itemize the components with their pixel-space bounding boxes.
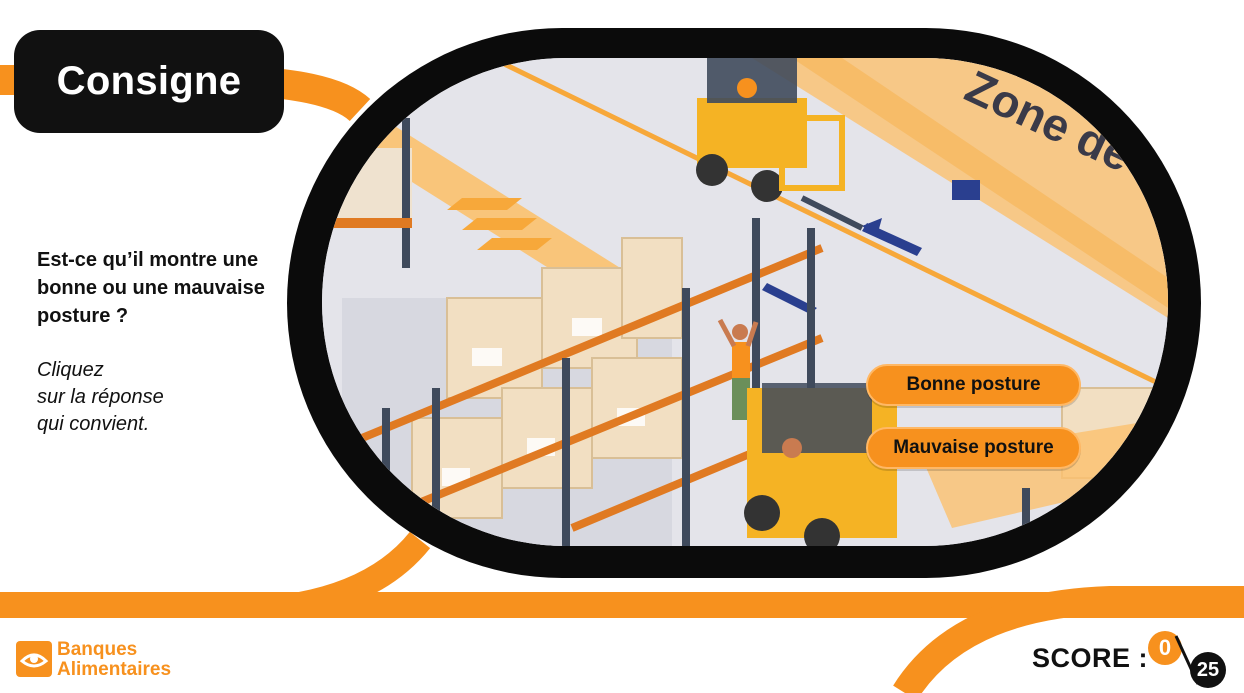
forklift-top (696, 58, 864, 231)
instruction-text: Cliquez sur la réponse qui convient. (37, 357, 277, 438)
good-posture-button[interactable]: Bonne posture (866, 364, 1081, 406)
warehouse-illustration: Zone de (322, 58, 1168, 546)
worker-figure (717, 318, 759, 420)
banques-alimentaires-logo-icon (16, 641, 52, 677)
instruction-line: sur la réponse (37, 386, 164, 408)
brand-line: Banques (57, 639, 138, 660)
score-label: SCORE : (1032, 643, 1149, 673)
question-text: Est-ce qu’il montre une bonne ou une mau… (37, 249, 265, 327)
consigne-title: Consigne (14, 30, 284, 133)
bad-posture-button[interactable]: Mauvaise posture (866, 427, 1081, 469)
instruction-line: qui convient. (37, 413, 150, 435)
brand-name: Banques Alimentaires (57, 640, 171, 680)
brand-line: Alimentaires (57, 659, 172, 680)
score-max: 25 (1190, 652, 1226, 688)
pedestrian-sign-icon (952, 180, 980, 200)
warehouse-scene: Zone de (322, 58, 1168, 546)
instruction-line: Cliquez (37, 359, 104, 381)
